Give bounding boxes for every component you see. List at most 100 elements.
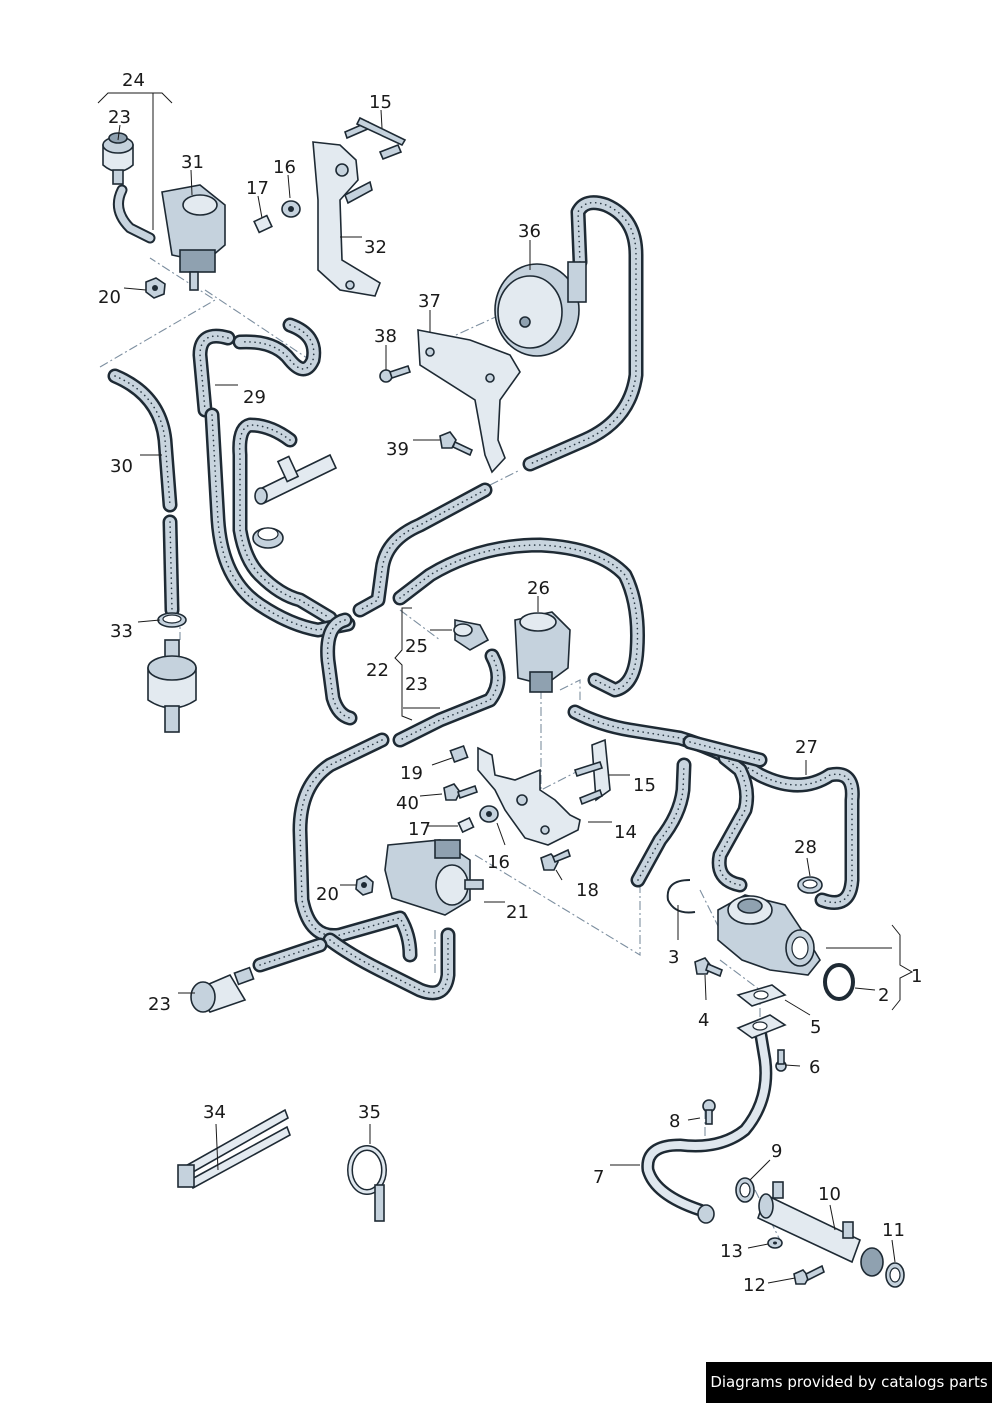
hose-segment (195, 331, 233, 415)
hose-segment (395, 540, 643, 695)
callout-8: 8 (669, 1111, 680, 1132)
screw-6 (775, 1049, 787, 1072)
tee-fitting (252, 453, 338, 549)
callout-28: 28 (794, 837, 817, 858)
callout-35: 35 (358, 1102, 381, 1123)
callout-40: 40 (396, 793, 419, 814)
callout-30: 30 (110, 456, 133, 477)
leader-lines (97, 92, 914, 1284)
callout-14: 14 (614, 822, 637, 843)
bolts-15-top (344, 116, 407, 161)
nut-20-top (145, 277, 166, 299)
callout-25: 25 (405, 636, 428, 657)
hose-segment (714, 753, 752, 890)
washer-13 (767, 1237, 783, 1249)
nut-20-mid (355, 875, 374, 896)
callout-27: 27 (795, 737, 818, 758)
callout-15-mid: 15 (633, 775, 656, 796)
bolts-4 (694, 957, 723, 978)
callout-26: 26 (527, 578, 550, 599)
callout-29: 29 (243, 387, 266, 408)
callout-5: 5 (810, 1017, 821, 1038)
callout-22: 22 (366, 660, 389, 681)
egr-valve-1 (717, 894, 821, 976)
callout-23-top: 23 (108, 107, 131, 128)
hose-segment (718, 757, 748, 886)
callout-32: 32 (364, 237, 387, 258)
bracket-32 (312, 141, 381, 297)
callout-10: 10 (818, 1184, 841, 1205)
callout-36: 36 (518, 221, 541, 242)
fittings-16-17-top (253, 200, 301, 234)
bracket-37 (417, 329, 521, 474)
hose-segment (637, 764, 685, 881)
callout-2: 2 (878, 985, 889, 1006)
hose-segment (259, 944, 321, 966)
callout-1: 1 (911, 966, 922, 987)
hose-segment (329, 934, 449, 994)
screw-39 (439, 431, 474, 457)
filter-bottom-left (147, 639, 197, 733)
hose-segment (322, 927, 456, 1001)
clamp-11 (885, 1262, 905, 1288)
callout-34: 34 (203, 1102, 226, 1123)
hose-segment (169, 521, 173, 611)
clamp-28 (797, 876, 823, 894)
callout-23-bottom: 23 (148, 994, 171, 1015)
callout-17-mid: 17 (408, 819, 431, 840)
hose-segment (399, 655, 499, 741)
connector-pipe-10 (757, 1181, 884, 1277)
callout-15-top: 15 (369, 92, 392, 113)
filter-23-top (102, 132, 134, 185)
callout-39: 39 (386, 439, 409, 460)
callout-3: 3 (668, 947, 679, 968)
callout-17-top: 17 (246, 178, 269, 199)
circlip-3 (666, 879, 696, 914)
callout-20-top: 20 (98, 287, 121, 308)
callout-31: 31 (181, 152, 204, 173)
hose-segment (211, 414, 349, 631)
callout-20-mid: 20 (316, 884, 339, 905)
fittings-mid (443, 744, 571, 871)
hose-segment (574, 711, 854, 904)
callout-12: 12 (743, 1275, 766, 1296)
callout-24: 24 (122, 70, 145, 91)
assembly-lines (99, 257, 781, 1241)
footer-credit: Diagrams provided by catalogs parts (706, 1362, 992, 1403)
callout-18: 18 (576, 880, 599, 901)
bracket-14 (477, 746, 581, 846)
callout-37: 37 (418, 291, 441, 312)
bolts-15-mid (573, 738, 611, 806)
hose-segment (199, 335, 229, 411)
hose-segment (395, 651, 503, 745)
callout-9: 9 (771, 1141, 782, 1162)
filter-23-bottom (190, 966, 255, 1013)
cable-tie-35 (347, 1145, 387, 1222)
callout-11: 11 (882, 1220, 905, 1241)
gasket-5 (736, 984, 787, 1007)
callout-23-mid: 23 (405, 674, 428, 695)
clamp-9 (735, 1177, 755, 1203)
hose-segment (529, 201, 637, 465)
callout-38: 38 (374, 326, 397, 347)
hose-segment (114, 375, 171, 506)
hose-segment (359, 489, 486, 611)
screw-8 (702, 1099, 716, 1125)
hose-segment (322, 615, 355, 723)
callout-19: 19 (400, 763, 423, 784)
callout-16-top: 16 (273, 157, 296, 178)
pipe-7 (641, 1014, 787, 1224)
hose-segment (239, 324, 315, 370)
screw-12 (793, 1264, 825, 1285)
callout-6: 6 (809, 1057, 820, 1078)
callout-7: 7 (593, 1167, 604, 1188)
o-ring-2 (823, 963, 855, 1001)
callout-labels: 24 23 31 17 16 15 32 20 36 37 38 29 39 3… (98, 70, 922, 1296)
callout-4: 4 (698, 1010, 709, 1031)
valve-26 (514, 611, 571, 693)
valve-31 (112, 184, 226, 291)
valve-25 (453, 619, 490, 651)
callout-13: 13 (720, 1241, 743, 1262)
callout-33: 33 (110, 621, 133, 642)
hose-segment (689, 741, 761, 761)
